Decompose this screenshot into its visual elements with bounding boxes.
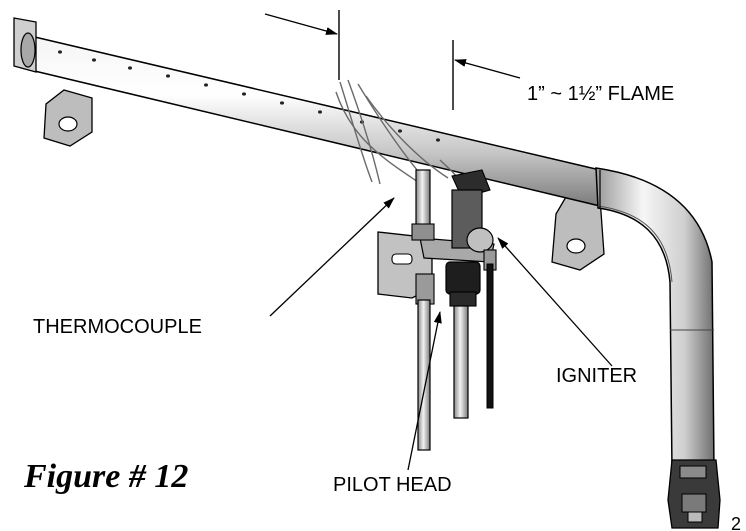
burner-ports	[58, 50, 440, 142]
pilot-head	[445, 169, 491, 419]
burner-elbow	[595, 167, 715, 471]
orifice-fitting	[667, 459, 721, 529]
igniter-label: IGNITER	[556, 365, 638, 387]
leader-lines	[269, 197, 613, 471]
thermocouple-leader	[269, 197, 395, 317]
thermocouple	[411, 169, 435, 451]
page-number: 2	[731, 514, 742, 531]
right-mounting-bracket	[551, 189, 605, 271]
flame-height-label: 1” ~ 1½” FLAME	[527, 83, 675, 105]
flame-dimension-lines	[264, 10, 521, 110]
pilot-head-label: PILOT HEAD	[333, 474, 452, 496]
thermocouple-label: THERMOCOUPLE	[33, 316, 202, 338]
igniter-leader	[497, 237, 613, 367]
burner-tube	[13, 17, 601, 207]
pilot-head-leader	[407, 311, 442, 471]
figure-caption: Figure # 12	[24, 458, 189, 495]
left-mounting-bracket	[43, 89, 93, 147]
igniter	[466, 227, 497, 409]
flame-wires	[335, 79, 463, 191]
